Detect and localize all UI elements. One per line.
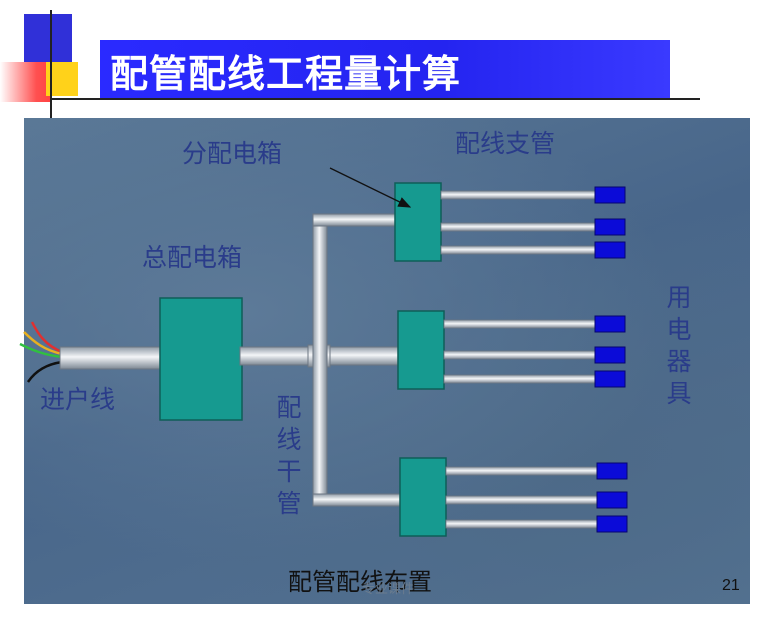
label-service-line: 进户线	[40, 385, 116, 414]
branch-pipes-bottom	[445, 466, 600, 529]
appliances-bottom	[596, 462, 628, 533]
pointer-arrow	[329, 167, 412, 208]
appliance-char-1: 用	[666, 283, 692, 312]
label-branch-pipe: 配线支管	[455, 129, 556, 158]
appliances-top	[594, 186, 626, 259]
diagram-caption: 配管配线布置	[288, 568, 432, 596]
decor-blue-square	[24, 14, 72, 62]
branch-pipes-top	[440, 190, 598, 255]
trunk-branch-bottom	[312, 493, 402, 507]
label-distribution-box: 分配电箱	[182, 139, 283, 168]
service-wires	[19, 321, 63, 383]
trunk-char-4: 管	[276, 489, 302, 518]
trunk-branch-top	[312, 213, 396, 227]
label-trunk-line: 配 线 干 管	[274, 392, 304, 520]
main-distribution-box	[159, 297, 243, 421]
decor-vertical-line	[50, 10, 52, 118]
appliance-char-4: 具	[666, 379, 692, 408]
appliance-char-2: 电	[666, 315, 692, 344]
trunk-pipe-vertical	[312, 217, 328, 501]
decor-red-square	[0, 62, 52, 102]
trunk-char-1: 配	[276, 393, 302, 422]
sub-box-bottom	[399, 457, 447, 537]
trunk-char-3: 干	[276, 457, 302, 486]
appliances-middle	[594, 315, 626, 388]
slide-title: 配管配线工程量计算	[110, 52, 462, 96]
page-number: 21	[722, 577, 740, 594]
watermark: 专业课件	[362, 582, 415, 597]
title-bar	[100, 40, 670, 98]
title-rule	[52, 98, 700, 100]
sub-box-middle	[397, 310, 445, 390]
trunk-char-2: 线	[276, 425, 302, 454]
label-main-box: 总配电箱	[142, 243, 243, 272]
appliance-char-3: 器	[666, 347, 692, 376]
label-appliances: 用 电 器 具	[664, 282, 694, 410]
sub-box-top	[394, 182, 442, 262]
service-cable	[59, 346, 163, 370]
branch-pipes-middle	[443, 319, 598, 384]
